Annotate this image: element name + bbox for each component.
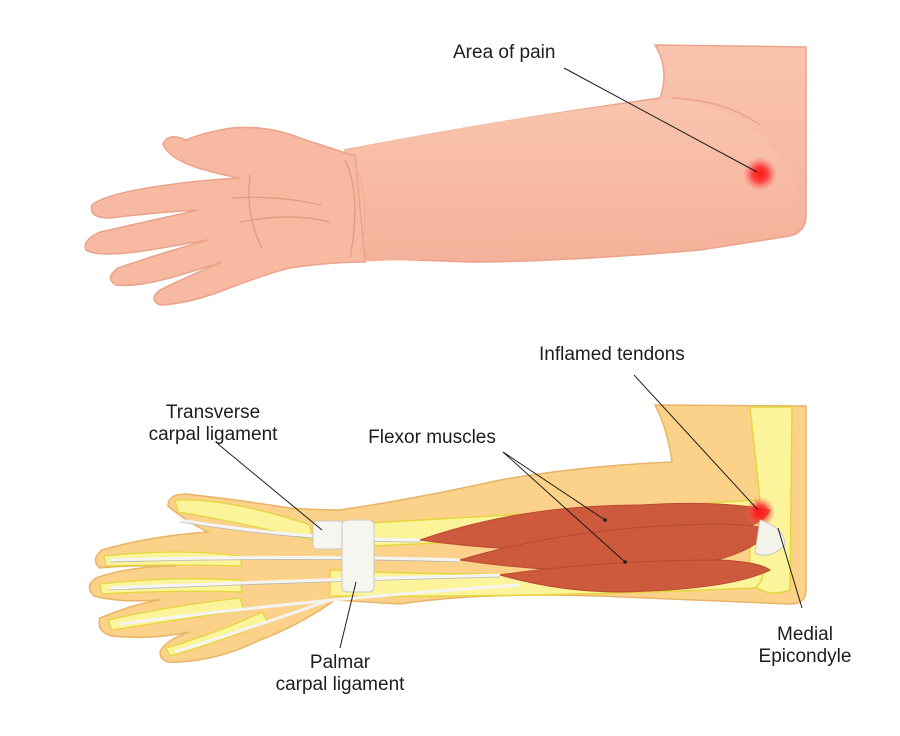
palmar-leader-line xyxy=(339,581,357,649)
flexor-leader-line-2 xyxy=(502,451,626,563)
flexor-muscles-label: Flexor muscles xyxy=(368,427,496,448)
inflamed-leader-line xyxy=(633,374,759,511)
transverse-carpal-ligament-shape xyxy=(312,520,344,550)
hand xyxy=(84,126,366,306)
medial-epicondyle-shape xyxy=(754,519,786,556)
pain-leader-line xyxy=(563,67,758,173)
arm-illustration: Area of pain xyxy=(84,42,807,306)
pain-spot xyxy=(743,157,777,191)
medial-label-line1: Medial xyxy=(777,624,833,645)
area-of-pain-label: Area of pain xyxy=(453,42,555,63)
palmar-label-line1: Palmar xyxy=(310,652,371,673)
anatomy-illustration: Inflamed tendons Transverse carpal ligam… xyxy=(88,344,852,695)
palmar-carpal-ligament-shape xyxy=(341,519,375,593)
tendons xyxy=(109,518,521,654)
palmar-label-line2: carpal ligament xyxy=(276,674,406,695)
transverse-label-line1: Transverse xyxy=(166,402,260,423)
forearm xyxy=(345,98,796,262)
flexor-muscles xyxy=(419,502,771,593)
transverse-label-line2: carpal ligament xyxy=(149,424,279,445)
medial-label-line2: Epicondyle xyxy=(759,646,852,667)
flexor-leader-line-1 xyxy=(502,451,606,521)
medial-leader-line xyxy=(777,527,803,609)
inflamed-tendons-label: Inflamed tendons xyxy=(539,344,685,365)
transverse-leader-line xyxy=(217,443,323,531)
